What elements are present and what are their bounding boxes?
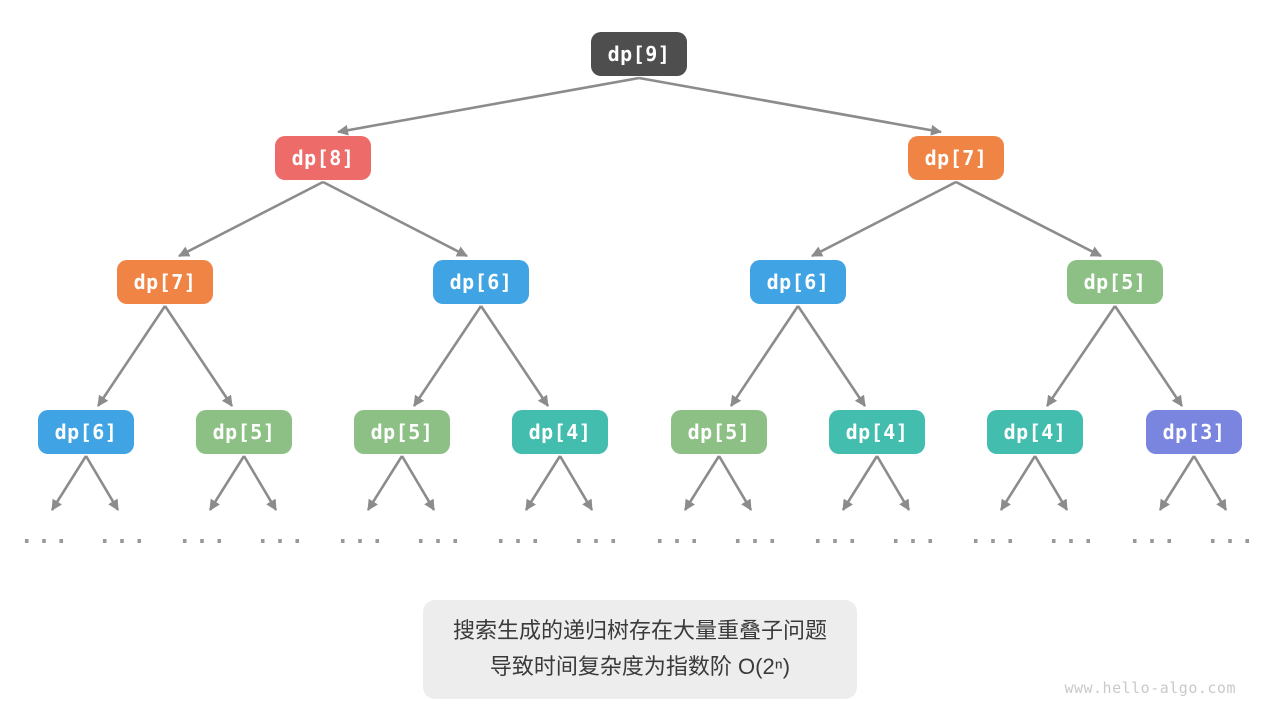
tree-node: dp[4] (829, 410, 925, 454)
tree-node: dp[5] (1067, 260, 1163, 304)
ellipsis-leaf: ... (811, 524, 863, 549)
ellipsis-leaf: ... (572, 524, 624, 549)
ellipsis-leaf: ... (178, 524, 230, 549)
ellipsis-leaf: ... (889, 524, 941, 549)
ellipsis-leaf: ... (1206, 524, 1258, 549)
tree-node: dp[6] (750, 260, 846, 304)
ellipsis-leaf: ... (336, 524, 388, 549)
ellipsis-leaf: ... (414, 524, 466, 549)
watermark: www.hello-algo.com (1064, 679, 1236, 697)
tree-node: dp[4] (512, 410, 608, 454)
caption-line-1: 搜索生成的递归树存在大量重叠子问题 (452, 618, 828, 643)
tree-node: dp[5] (671, 410, 767, 454)
ellipsis-leaf: ... (256, 524, 308, 549)
tree-node: dp[8] (275, 136, 371, 180)
tree-node: dp[6] (38, 410, 134, 454)
tree-node: dp[3] (1146, 410, 1242, 454)
ellipsis-leaf: ... (1128, 524, 1180, 549)
ellipsis-leaf: ... (969, 524, 1021, 549)
ellipsis-leaf: ... (494, 524, 546, 549)
tree-node: dp[5] (196, 410, 292, 454)
tree-node: dp[4] (987, 410, 1083, 454)
tree-node-root: dp[9] (591, 32, 687, 76)
ellipsis-leaf: ... (731, 524, 783, 549)
ellipsis-leaf: ... (653, 524, 705, 549)
tree-node: dp[5] (354, 410, 450, 454)
caption-box: 搜索生成的递归树存在大量重叠子问题 导致时间复杂度为指数阶 O(2ⁿ) (422, 600, 858, 699)
ellipsis-leaf: ... (1047, 524, 1099, 549)
caption-line-2: 导致时间复杂度为指数阶 O(2ⁿ) (489, 654, 791, 679)
ellipsis-leaf: ... (20, 524, 72, 549)
tree-node: dp[7] (117, 260, 213, 304)
ellipsis-leaf: ... (98, 524, 150, 549)
tree-node: dp[6] (433, 260, 529, 304)
tree-node: dp[7] (908, 136, 1004, 180)
